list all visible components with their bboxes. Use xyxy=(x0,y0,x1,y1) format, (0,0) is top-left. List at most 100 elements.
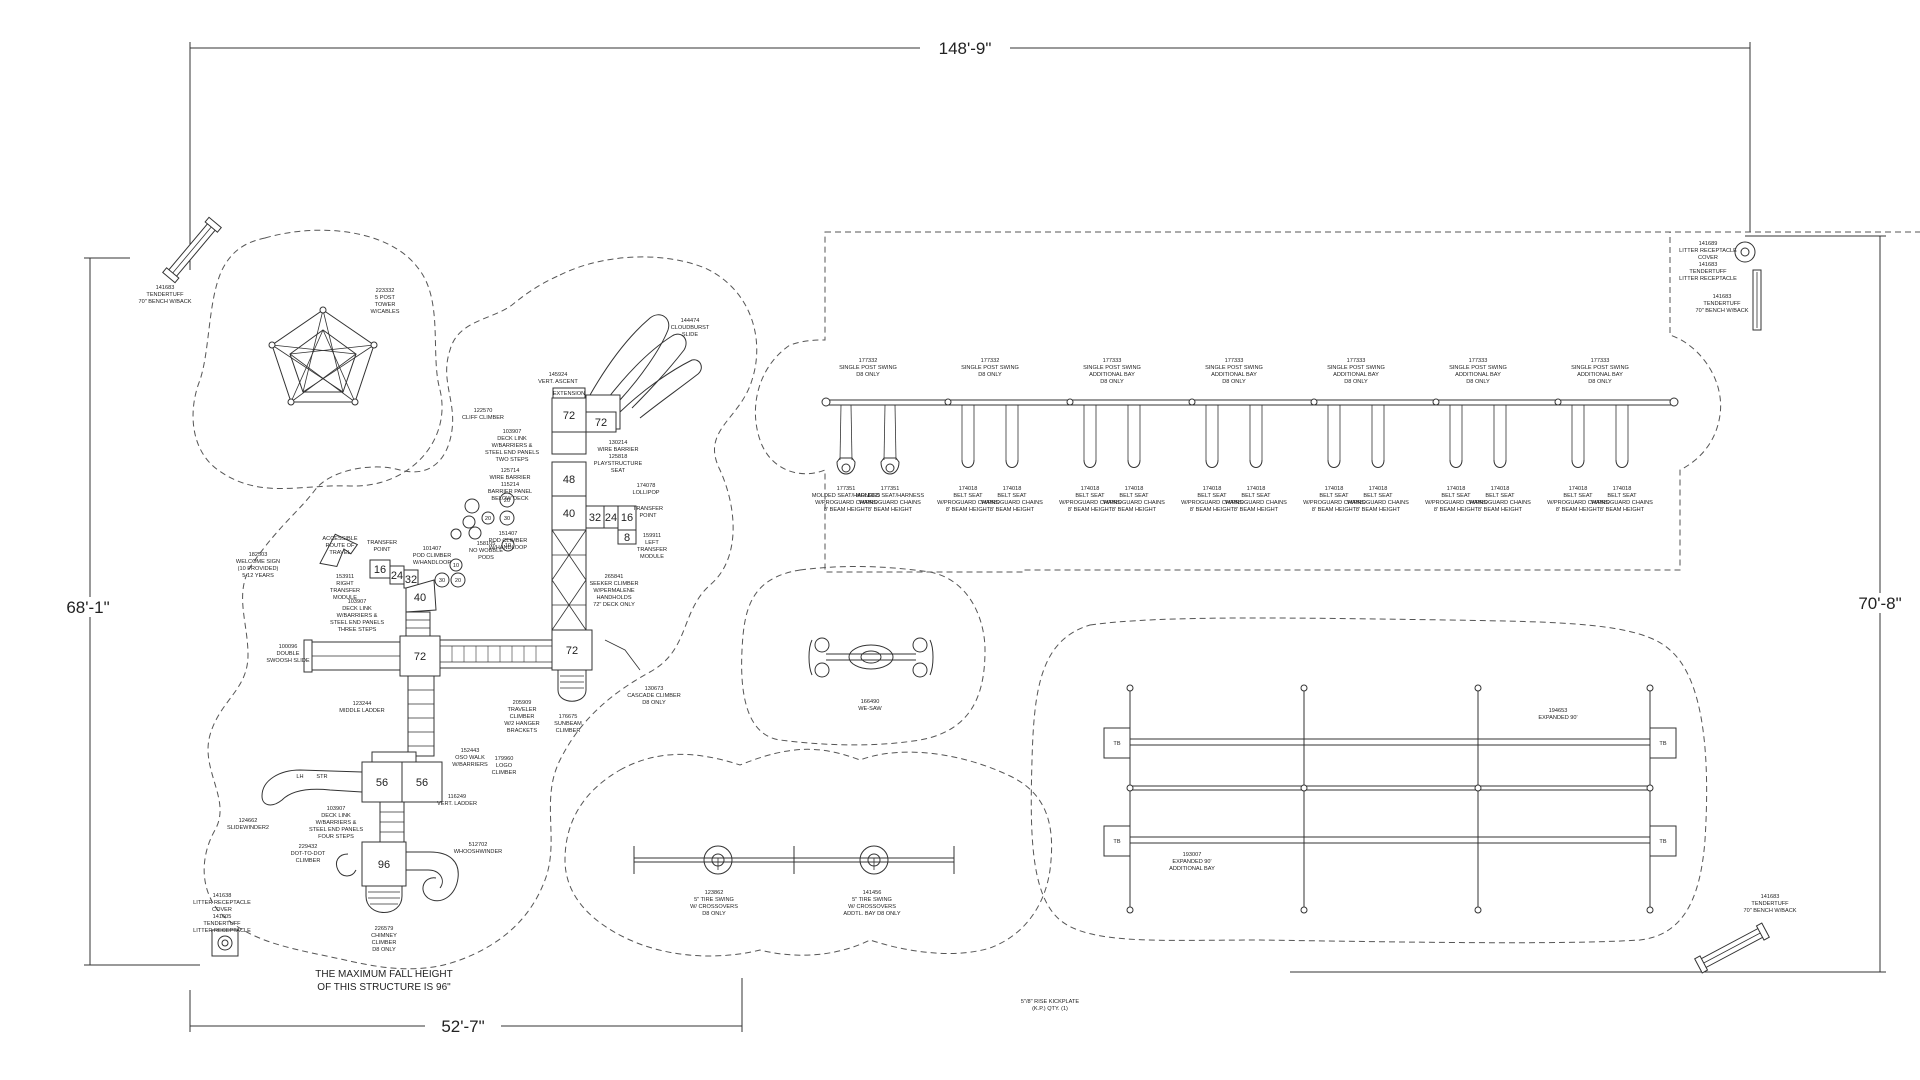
deck-link-label: 103907 xyxy=(503,429,522,435)
swing-seat-label: BELT SEAT xyxy=(1075,493,1105,499)
swing-seat-label: W/PROGUARD CHAINS xyxy=(1225,500,1287,506)
swing-seat-label: W/PROGUARD CHAINS xyxy=(1469,500,1531,506)
litter-receptacle-bottom-left: 141638 LITTER RECEPTACLE COVER 141605 TE… xyxy=(193,893,251,957)
swing-chain xyxy=(839,404,842,461)
deck-label: 8 xyxy=(624,532,630,544)
swing-seat-label: BELT SEAT xyxy=(1319,493,1349,499)
swing-seat-label: 177351 xyxy=(881,486,900,492)
baseplate-note: 5"/8" RISE KICKPLATE (K.P.) QTY. (1) xyxy=(1021,999,1080,1012)
chimney-label: D8 ONLY xyxy=(372,947,396,953)
logo-climber-label: CLIMBER xyxy=(492,770,517,776)
litter-tr-label: COVER xyxy=(1698,255,1718,261)
wire-barrier-r-label: PLAYSTRUCTURE xyxy=(594,461,643,467)
pod-climber-b-label: 101407 xyxy=(423,546,442,552)
bench-label-line-1: 141683 xyxy=(156,285,175,291)
vert-ladder-label: VERT. LADDER xyxy=(437,801,477,807)
deck-label: 16 xyxy=(621,512,633,524)
litter-bl-label: COVER xyxy=(212,907,232,913)
tower-label-4: W/CABLES xyxy=(371,309,400,315)
deck-label: 40 xyxy=(414,592,426,604)
cliff-climber-label: 122570 xyxy=(474,408,493,414)
swing-seat-label: 8' BEAM HEIGHT xyxy=(1068,507,1113,513)
wire-barrier-r-label: WIRE BARRIER xyxy=(597,447,638,453)
cascade-label: D8 ONLY xyxy=(642,700,666,706)
deck-72-left xyxy=(399,635,441,677)
deck-label: 72 xyxy=(414,651,426,663)
whoosh-label: WHOOSHWINDER xyxy=(454,849,502,855)
swing-chain xyxy=(850,404,853,461)
swing-seat-label: BELT SEAT xyxy=(1441,493,1471,499)
swing-title-label: D8 ONLY xyxy=(978,372,1002,378)
swing-title-label: D8 ONLY xyxy=(1466,379,1490,385)
svg-text:10: 10 xyxy=(505,543,511,549)
deck-label: 32 xyxy=(589,512,601,524)
expanded-structure: TB TB TB TB 194653 EXPANDED 90' 193007 E… xyxy=(1103,684,1677,914)
left-transfer-label: MODULE xyxy=(640,554,664,560)
swing-seat-label: 174018 xyxy=(1369,486,1388,492)
swing-seat-label: W/PROGUARD CHAINS xyxy=(1059,500,1121,506)
pod-climber-label: POD CLIMBER xyxy=(489,538,528,544)
swing-seat-label: BELT SEAT xyxy=(953,493,983,499)
litter-tr-label: LITTER RECEPTACLE xyxy=(1679,248,1737,254)
seeker-climber-label: HANDHOLDS xyxy=(596,595,631,601)
deck-label: 72 xyxy=(595,417,607,429)
bench-br-label: 70" BENCH W/BACK xyxy=(1744,908,1797,914)
welcome-sign-label: (10 PROVIDED) xyxy=(238,566,279,572)
sunbeam-label: CLIMBER xyxy=(556,728,581,734)
deck-link-label: DECK LINK xyxy=(497,436,527,442)
swing-seat-label: 174018 xyxy=(1003,486,1022,492)
deck-label: 24 xyxy=(605,512,617,524)
chimney-label: CLIMBER xyxy=(372,940,397,946)
vert-ascent-label: VERT. ASCENT xyxy=(538,379,578,385)
swing-seat-label: BELT SEAT xyxy=(1197,493,1227,499)
str-label: STR xyxy=(316,774,327,780)
welcome-sign-label: 182503 xyxy=(249,552,268,558)
tire-a-label: 123862 xyxy=(705,890,724,896)
accessible-label: ACCESSIBLE xyxy=(322,536,357,542)
swing-seat-label: 8' BEAM HEIGHT xyxy=(824,507,869,513)
traveler-label: BRACKETS xyxy=(507,728,537,734)
wire-barrier-label: BELOW DECK xyxy=(491,496,529,502)
deck-link-b-label: THREE STEPS xyxy=(338,627,377,633)
swing-seat-label: 8' BEAM HEIGHT xyxy=(1356,507,1401,513)
belt-seat xyxy=(1449,459,1463,468)
swing-title-label: ADDITIONAL BAY xyxy=(1577,372,1623,378)
vert-ladder-label: 116249 xyxy=(448,794,466,800)
swing-seat-label: 174018 xyxy=(1569,486,1588,492)
transfer-point-label: TRANSFER xyxy=(633,506,663,512)
swing-seat-label: 174018 xyxy=(1203,486,1222,492)
five-post-tower: 223332 5 POST TOWER W/CABLES xyxy=(268,288,400,406)
deck-label: 24 xyxy=(391,570,403,582)
deck-label: 16 xyxy=(374,564,386,576)
deck-label: 48 xyxy=(563,474,575,486)
left-transfer-label: LEFT xyxy=(645,540,659,546)
slidewinder-label: 124662 xyxy=(239,818,258,824)
teeter-label: 166490 xyxy=(861,699,880,705)
tb-label: TB xyxy=(1113,741,1120,747)
swing-seat-label: 8' BEAM HEIGHT xyxy=(1234,507,1279,513)
tower-label-1: 223332 xyxy=(376,288,395,294)
swing-seat-label: W/PROGUARD CHAINS xyxy=(981,500,1043,506)
swing-use-zone xyxy=(754,231,1920,573)
tower-label-3: TOWER xyxy=(375,302,396,308)
swing-seat-label: BELT SEAT xyxy=(1485,493,1515,499)
svg-text:30: 30 xyxy=(504,516,510,522)
swing-seat-label: 8' BEAM HEIGHT xyxy=(1556,507,1601,513)
wire-barrier-label: WIRE BARRIER xyxy=(489,475,530,481)
deck-link-label: STEEL END PANELS xyxy=(485,450,539,456)
belt-seat xyxy=(1327,459,1341,468)
molded-seat xyxy=(880,457,900,475)
swing-seat-label: 8' BEAM HEIGHT xyxy=(1600,507,1645,513)
litter-tr-label: 70" BENCH W/BACK xyxy=(1696,308,1749,314)
swing-title-label: D8 ONLY xyxy=(1588,379,1612,385)
transfer-point-b-label: TRANSFER xyxy=(367,540,397,546)
right-transfer-label: RIGHT xyxy=(336,581,354,587)
tire-swing-use-zone xyxy=(564,748,1053,957)
seeker-climber-label: 72" DECK ONLY xyxy=(593,602,635,608)
svg-text:20: 20 xyxy=(455,578,461,584)
litter-tr-label: 141689 xyxy=(1699,241,1718,247)
right-transfer-label: 153911 xyxy=(336,574,354,580)
swing-seat-label: 8' BEAM HEIGHT xyxy=(1312,507,1357,513)
left-transfer-label: TRANSFER xyxy=(637,547,667,553)
dot-to-dot-label: CLIMBER xyxy=(296,858,321,864)
